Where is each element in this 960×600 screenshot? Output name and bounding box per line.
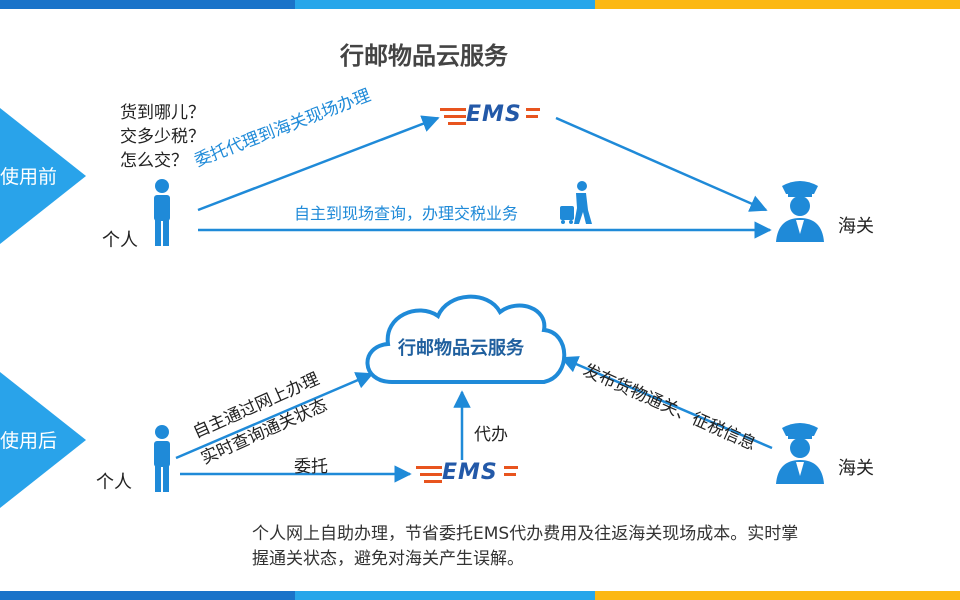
person-icon <box>154 179 170 246</box>
summary-note: 个人网上自助办理，节省委托EMS代办费用及往返海关现场成本。实时掌握通关状态，避… <box>252 524 799 569</box>
arrow-customs-to-cloud <box>560 356 773 450</box>
tab-after-label: 使用后 <box>0 430 58 452</box>
question-where: 货到哪儿？ <box>120 103 205 123</box>
tab-after: 使用后 <box>0 372 90 508</box>
person-label-before: 个人 <box>102 230 138 251</box>
customs-officer-icon <box>776 181 824 242</box>
traveler-icon <box>560 181 592 224</box>
label-agent: 代办 <box>474 425 508 445</box>
top-color-bar <box>0 0 960 9</box>
arrow-ems-to-customs <box>555 116 768 212</box>
page-title: 行邮物品云服务 <box>340 42 508 70</box>
customs-officer-icon <box>776 423 824 484</box>
customs-label-before: 海关 <box>838 216 874 237</box>
arrow-person-to-cloud <box>175 372 374 460</box>
arrow-person-to-ems <box>197 115 440 212</box>
ems-logo: EMS <box>440 102 540 132</box>
cloud-service-label: 行邮物品云服务 <box>398 338 524 359</box>
customs-label-after: 海关 <box>838 458 874 479</box>
tab-before-label: 使用前 <box>0 166 58 188</box>
bottom-color-bar <box>0 591 960 600</box>
ems-logo: EMS <box>416 460 520 490</box>
question-how: 怎么交？ <box>120 151 188 171</box>
person-label-after: 个人 <box>96 472 132 493</box>
tab-before: 使用前 <box>0 108 90 244</box>
person-icon <box>154 425 170 492</box>
question-tax: 交多少税？ <box>120 127 205 147</box>
label-self-visit: 自主到现场查询，办理交税业务 <box>294 204 519 223</box>
label-delegate: 委托 <box>294 457 328 477</box>
cloud-shape <box>365 294 567 384</box>
